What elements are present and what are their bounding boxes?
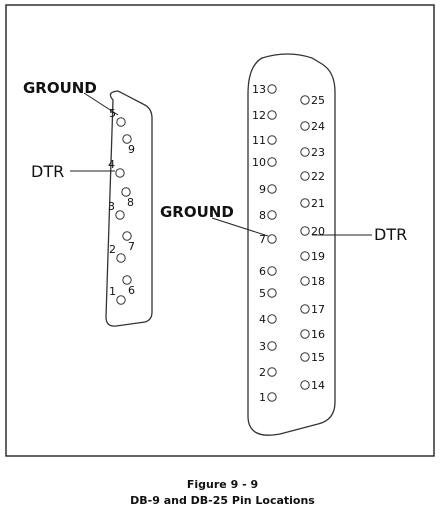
db25-left-pin-group: 13 12 11 10 9 8 7 6 5 4 3 2 1 [252, 83, 277, 404]
pin-label-db25-1: 1 [259, 391, 266, 404]
db9-ground-label: GROUND [23, 79, 97, 97]
pin-label-db9-4: 4 [108, 158, 115, 171]
pin-label-db25-7: 7 [259, 233, 266, 246]
pin-label-db25-16: 16 [311, 328, 325, 341]
pin-label-db25-13: 13 [252, 83, 266, 96]
pin-hole-db25-10 [267, 157, 277, 167]
pin-hole-db25-6 [267, 266, 277, 276]
pin-label-db25-23: 23 [311, 146, 325, 159]
pin-label-db25-3: 3 [259, 340, 266, 353]
pin-label-db25-19: 19 [311, 250, 325, 263]
pin-hole-db25-16 [300, 329, 310, 339]
pin-label-db9-1: 1 [109, 285, 116, 298]
pin-label-db25-15: 15 [311, 351, 325, 364]
pin-hole-db25-21 [300, 198, 310, 208]
pin-hole-db25-22 [300, 171, 310, 181]
pin-hole-db25-19 [300, 251, 310, 261]
db25-right-pin-group: 25 24 23 22 21 20 19 18 17 16 15 14 [300, 94, 325, 392]
pin-hole-db25-14 [300, 380, 310, 390]
pin-label-db25-6: 6 [259, 265, 266, 278]
db9-ground-leader-line [83, 92, 119, 116]
pin-label-db9-8: 8 [127, 196, 134, 209]
db25-dtr-label: DTR [374, 225, 407, 244]
pin-label-db25-18: 18 [311, 275, 325, 288]
pin-label-db25-10: 10 [252, 156, 266, 169]
figure-caption-number: Figure 9 - 9 [186, 478, 259, 491]
pin-label-db25-11: 11 [252, 134, 266, 147]
pin-hole-db25-15 [300, 352, 310, 362]
pin-hole-db9-9 [122, 134, 132, 144]
pin-hole-db9-6 [122, 275, 132, 285]
pin-hole-db25-23 [300, 147, 310, 157]
pin-label-db9-3: 3 [108, 200, 115, 213]
pin-hole-db25-11 [267, 135, 277, 145]
pin-label-db25-14: 14 [311, 379, 325, 392]
pin-label-db25-20: 20 [311, 225, 325, 238]
pin-label-db25-12: 12 [252, 109, 266, 122]
db25-ground-leader-line [211, 217, 269, 237]
figure-frame [5, 4, 435, 457]
pin-label-db9-7: 7 [128, 240, 135, 253]
figure-caption-title: DB-9 and DB-25 Pin Locations [130, 494, 315, 507]
pin-label-db25-24: 24 [311, 120, 325, 133]
pin-hole-db25-12 [267, 110, 277, 120]
pin-hole-db25-2 [267, 367, 277, 377]
db9-dtr-label: DTR [31, 162, 64, 181]
pin-label-db25-17: 17 [311, 303, 325, 316]
pin-label-db25-25: 25 [311, 94, 325, 107]
pin-label-db25-8: 8 [259, 209, 266, 222]
pin-hole-db25-8 [267, 210, 277, 220]
pin-hole-db25-25 [300, 95, 310, 105]
pin-hole-db9-3 [115, 210, 125, 220]
pin-hole-db9-8 [121, 187, 131, 197]
pin-hole-db25-4 [267, 314, 277, 324]
pin-label-db25-5: 5 [259, 287, 266, 300]
pin-label-db25-2: 2 [259, 366, 266, 379]
pin-hole-db25-7 [267, 234, 277, 244]
db9-pin-group: 5 94 83 72 61 [108, 107, 135, 305]
pin-hole-db25-13 [267, 84, 277, 94]
pin-hole-db25-20 [300, 226, 310, 236]
db9-connector-outline [105, 90, 153, 327]
pin-hole-db9-5 [116, 117, 126, 127]
db25-connector-outline [247, 53, 336, 436]
pin-hole-db25-1 [267, 392, 277, 402]
pin-hole-db25-5 [267, 288, 277, 298]
pin-hole-db25-3 [267, 341, 277, 351]
pin-label-db9-6: 6 [128, 284, 135, 297]
pin-hole-db9-7 [122, 231, 132, 241]
pin-hole-db25-24 [300, 121, 310, 131]
pin-hole-db25-18 [300, 276, 310, 286]
db25-ground-label: GROUND [160, 203, 234, 221]
pin-hole-db9-2 [116, 253, 126, 263]
pin-label-db25-22: 22 [311, 170, 325, 183]
pin-label-db25-21: 21 [311, 197, 325, 210]
pin-label-db9-5: 5 [109, 107, 116, 120]
pin-label-db9-9: 9 [128, 143, 135, 156]
pin-hole-db25-9 [267, 184, 277, 194]
pin-hole-db25-17 [300, 304, 310, 314]
pin-hole-db9-1 [116, 295, 126, 305]
pin-label-db25-4: 4 [259, 313, 266, 326]
pin-label-db25-9: 9 [259, 183, 266, 196]
pin-label-db9-2: 2 [109, 243, 116, 256]
pin-hole-db9-4 [115, 168, 125, 178]
